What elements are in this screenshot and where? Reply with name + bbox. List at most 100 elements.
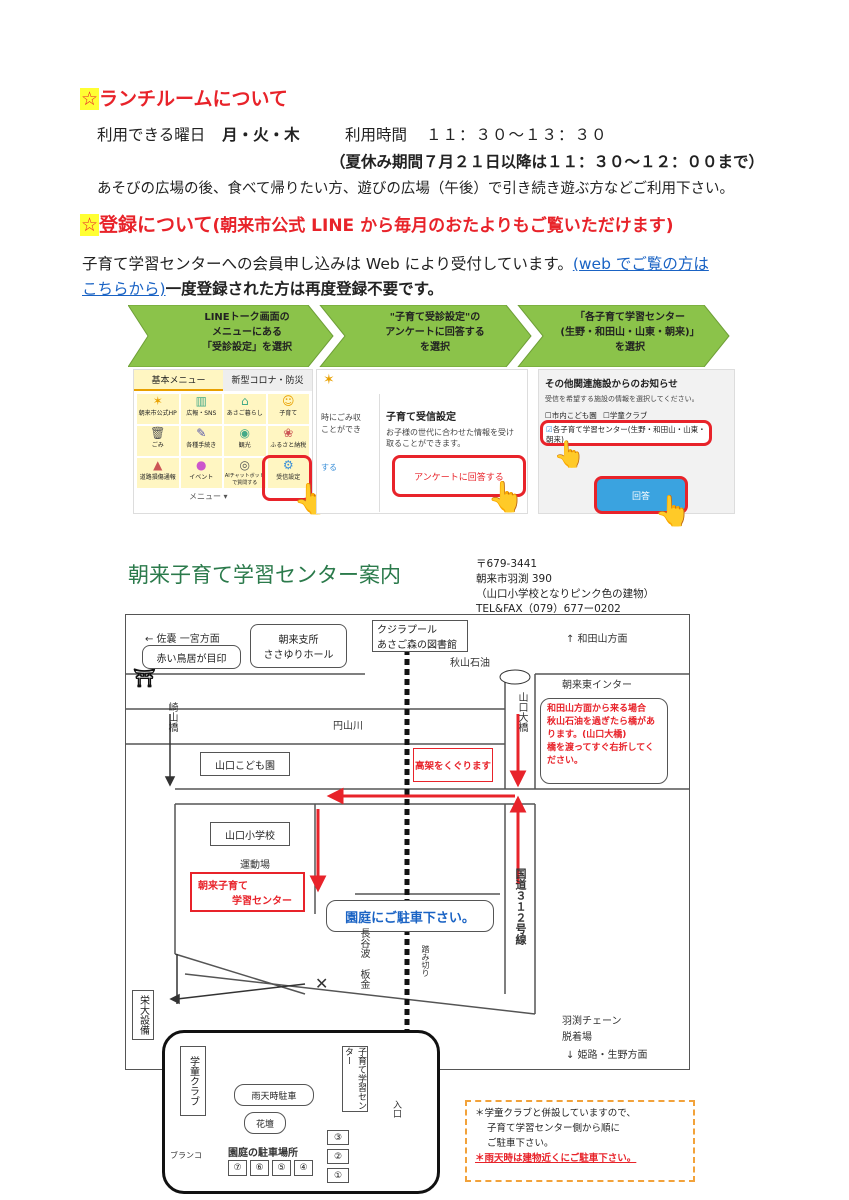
register-line1: 子育て学習センターへの会員申し込みは Web により受付しています。(web で… — [82, 252, 709, 274]
menu-item[interactable]: ✎ 各種手続き — [180, 426, 222, 456]
menu-item[interactable]: ▲道路損傷通報 — [137, 458, 179, 488]
datsui-label: 脱着場 — [562, 1032, 592, 1043]
menu-item[interactable]: ◉観光 — [224, 426, 266, 456]
pointing-hand-icon: 👆 — [553, 440, 586, 470]
chatbot-icon: ◎ — [239, 458, 250, 472]
gear-icon: ⚙ — [282, 458, 294, 472]
yamaguchi-bridge-label: 山口大橋 — [516, 692, 527, 732]
note-line: ＊学童クラブと併設していますので、 — [475, 1108, 636, 1119]
answer-button[interactable]: 回答 — [594, 476, 688, 514]
sakiyama-bridge-label: 崎山橋 — [166, 702, 177, 732]
inset-center: 子育て学習センター — [342, 1046, 368, 1112]
menu-item-label: 各種手続き — [186, 442, 217, 449]
gift-icon: ❀ — [283, 426, 294, 440]
menu-item[interactable]: ✶朝来市公式HP — [137, 394, 179, 424]
tab-basic-menu[interactable]: 基本メニュー — [134, 370, 223, 391]
prev-card: 時にごみ収 ことができ する — [321, 412, 361, 474]
lunch-note: あそびの広場の後、食べて帰りたい方、遊びの広場（午後）で引き続き遊ぶ方などご利用… — [97, 181, 734, 197]
hall-name: ささゆりホール — [263, 650, 334, 661]
register-link[interactable]: (web でご覧の方は — [572, 255, 709, 273]
checkbox[interactable]: ☐ — [545, 411, 552, 420]
logo-icon: ✶ — [323, 372, 335, 388]
inset-parking-label: 園庭の駐車場所 — [228, 1148, 298, 1159]
route-label: 国道３１２号線 — [514, 868, 527, 945]
parking-spot: ③ — [327, 1130, 349, 1145]
hanbuchi-label: 羽渕チェーン — [562, 1016, 622, 1027]
lunch-title: ランチルームについて — [99, 88, 288, 110]
option-label: 市内こども園 — [551, 411, 597, 420]
lunch-time-row: 利用時間 １１：３０～１３：３０ — [345, 123, 607, 145]
lunch-days-row: 利用できる曜日 月・火・木 — [97, 123, 300, 145]
menu-item[interactable]: ⌂あさご暮らし — [224, 394, 266, 424]
eidai-label: 栄大設備 — [132, 990, 154, 1040]
address-block: 〒679-3441 朝来市羽渕 390 （山口小学校となりピンク色の建物） TE… — [476, 557, 654, 617]
checked-checkbox-icon: ☑ — [546, 425, 553, 434]
menu-item[interactable]: ▥ 広報・SNS — [180, 394, 222, 424]
building-icon: ✶ — [152, 394, 163, 408]
center-location: 朝来子育て 学習センター — [190, 872, 305, 912]
road-icon: ▲ — [153, 458, 163, 472]
address: 朝来市羽渕 390 — [476, 573, 552, 585]
prev-card-text: 時にごみ収 — [321, 413, 361, 422]
pointing-hand-icon: 👆 — [654, 494, 692, 529]
form-icon: ✎ — [196, 426, 207, 440]
school-label: 山口小学校 — [210, 822, 290, 846]
center-label: 朝来子育て — [198, 881, 248, 892]
ic-label: 朝来東インター — [562, 680, 632, 691]
answer-survey-button[interactable]: アンケートに回答する — [392, 455, 526, 497]
menu-item[interactable]: ❀ふるさと納税 — [267, 426, 309, 456]
kodomo-en: 山口こども園 — [200, 752, 290, 776]
option-label: 各子育て学習センター(生野・和田山・山東・朝来) — [546, 425, 706, 444]
line-menu-screenshot: 基本メニュー 新型コロナ・防災 ✶朝来市公式HP ▥ 広報・SNS ⌂あさご暮らし… — [133, 369, 313, 514]
inset-rain-parking: 雨天時駐車 — [234, 1084, 314, 1106]
option-centers[interactable]: ☑各子育て学習センター(生野・和田山・山東・朝来) — [540, 420, 712, 446]
center-label: 学習センター — [232, 896, 292, 907]
sayou-label: ← 佐嚢 一宮方面 — [145, 634, 220, 645]
menu-item-label: AIチャットボットで質問する — [224, 473, 265, 486]
facility-options: ☐市内こども園 ☐学童クラブ — [539, 406, 734, 425]
menu-item-settings[interactable]: ⚙ 受信設定 — [267, 458, 309, 488]
branch-name: 朝来支所 — [278, 635, 319, 646]
checkbox[interactable]: ☐ — [603, 411, 610, 420]
menu-item[interactable]: 🗑 ごみ — [137, 426, 179, 456]
days-value: 月・火・木 — [222, 126, 300, 144]
step-3-label: 「各子育て学習センター (生野・和田山・山東・朝来)」 を選択 — [560, 312, 700, 353]
wadayama-direction: ↑ 和田山方面 — [566, 634, 628, 645]
parking-spot: ① — [327, 1168, 349, 1183]
pool-library: クジラプール あさご森の図書館 — [372, 620, 468, 652]
address-note: （山口小学校となりピンク色の建物） — [476, 588, 655, 600]
tab-covid[interactable]: 新型コロナ・防災 — [223, 370, 312, 391]
menu-item[interactable]: ☺子育て — [267, 394, 309, 424]
survey-desc: お子様の世代に合わせた情報を受け取ることができます。 — [386, 428, 514, 448]
tel: TEL&FAX（079）677ー0202 — [476, 603, 621, 615]
step-1-label: LINEトーク画面の メニューにある 「受診設定」を選択 — [202, 312, 292, 353]
menu-item-label: ごみ — [151, 442, 164, 449]
book-icon: ▥ — [195, 394, 207, 408]
register-text: 子育て学習センターへの会員申し込みは Web により受付しています。 — [82, 255, 573, 273]
register-link-cont[interactable]: こちらから) — [82, 280, 166, 298]
note-line-rain: ＊雨天時は建物近くにご駐車下さい。 — [475, 1153, 637, 1164]
menu-item[interactable]: ●イベント — [180, 458, 222, 488]
parking-spots-bottom: ⑦ ⑥ ⑤ ④ — [228, 1160, 313, 1176]
note-line: 子育て学習センター側から順に — [487, 1123, 621, 1134]
menu-item-label: 広報・SNS — [186, 410, 217, 417]
days-label: 利用できる曜日 — [97, 126, 206, 144]
hasedani-label: 長谷波 板金 — [358, 928, 369, 989]
library-name: あさご森の図書館 — [377, 640, 457, 651]
river-label: 円山川 — [333, 721, 363, 732]
menu-item-label: イベント — [189, 474, 214, 481]
pointing-hand-icon: 👆 — [487, 480, 525, 515]
inset-swing-label: ブランコ — [170, 1151, 202, 1160]
family-icon: ☺ — [281, 394, 295, 408]
torii-label: 赤い鳥居が目印 — [142, 645, 241, 669]
menu-footer[interactable]: メニュー ▾ — [189, 492, 228, 501]
time-value: １１：３０～１３：３０ — [425, 126, 608, 144]
parking-spots-right: ③ ② ① — [327, 1130, 349, 1183]
trash-icon: 🗑 — [150, 426, 166, 440]
crossing-label: 踏み切り — [421, 945, 430, 977]
menu-item-label: 受信設定 — [276, 474, 301, 481]
house-icon: ⌂ — [240, 394, 249, 408]
prev-card-link[interactable]: する — [321, 463, 337, 472]
menu-item[interactable]: ◎AIチャットボットで質問する — [224, 458, 266, 488]
star-icon: ☆ — [80, 214, 100, 236]
